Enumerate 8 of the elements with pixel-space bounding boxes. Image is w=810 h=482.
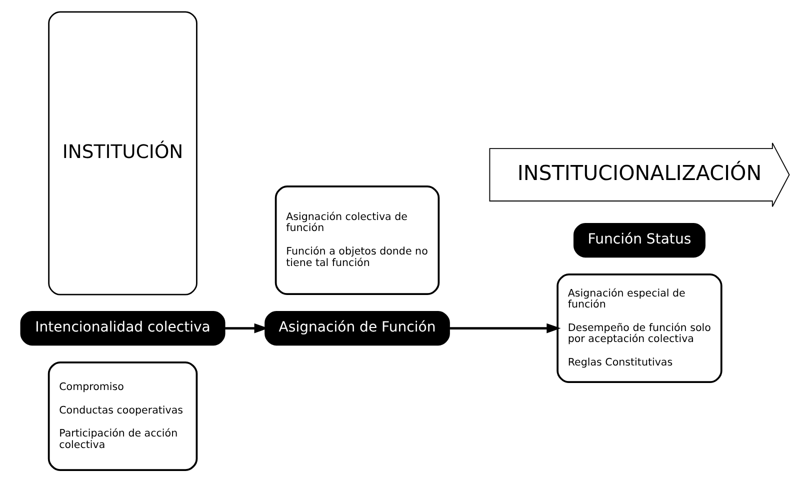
node-box: Función Status (574, 222, 706, 258)
node-box: Intencionalidad colectiva (20, 310, 226, 346)
node-box: Asignación colectiva de función Función a objetos donde no tiene tal función (274, 186, 440, 296)
node-box: Compromiso Conductas cooperativas Participación de acción colectiva (48, 362, 198, 472)
node-box: Asignación de Función (264, 310, 450, 346)
node-box: Asignación especial de función Desempeño de función solo por aceptación colectiva Reglas Constitutivas (556, 274, 722, 384)
node-box: INSTITUCIÓN (48, 11, 198, 296)
arrow (450, 323, 561, 334)
